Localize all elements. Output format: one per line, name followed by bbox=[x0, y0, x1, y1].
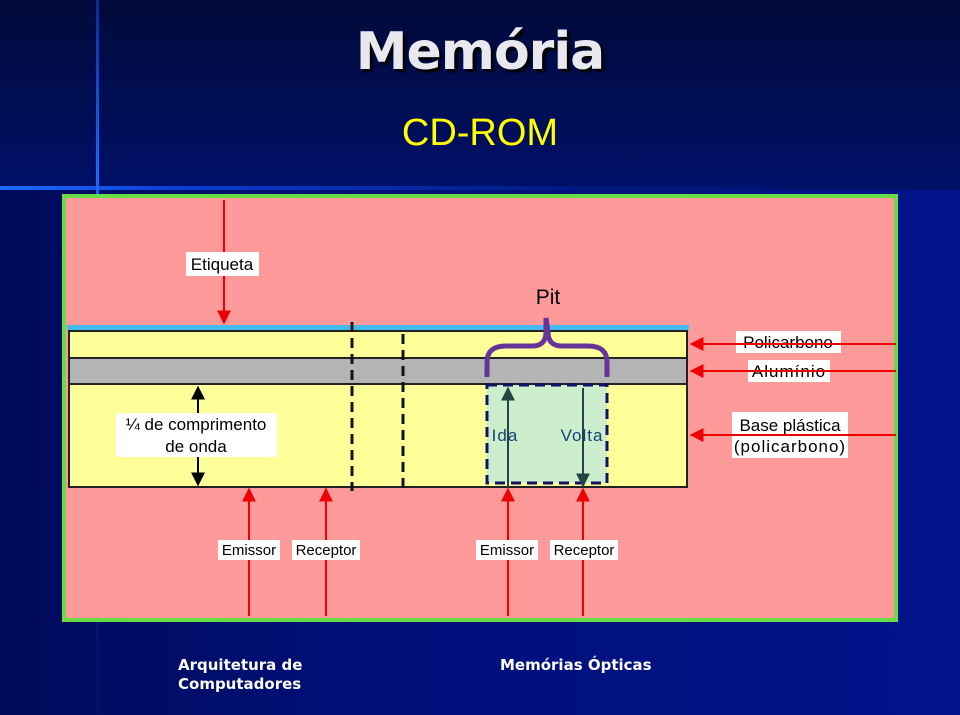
footer-course-line2: Computadores bbox=[178, 675, 302, 693]
footer-course: Arquitetura de Computadores bbox=[178, 656, 302, 694]
pit-outline bbox=[485, 383, 609, 485]
base-label-line2: (policarbono) bbox=[734, 437, 846, 456]
etiqueta-label-box bbox=[186, 252, 259, 276]
quarter-wave-label-line2: de onda bbox=[165, 437, 227, 456]
emissor-1-label-box bbox=[218, 540, 280, 560]
slide-subtitle: CD-ROM bbox=[401, 112, 559, 154]
emissor-2-label: Emissor bbox=[480, 542, 534, 559]
quarter-wave-label-box bbox=[116, 413, 277, 457]
policarbono-label-box bbox=[736, 331, 841, 353]
emissor-2-label-box bbox=[476, 540, 538, 560]
emissor-1-label: Emissor bbox=[222, 542, 276, 559]
receptor-1-label: Receptor bbox=[296, 542, 357, 559]
ida-label: Ida bbox=[492, 426, 519, 445]
receptor-2-label: Receptor bbox=[554, 542, 615, 559]
pit-label: Pit bbox=[536, 286, 561, 309]
aluminium-layer bbox=[68, 357, 688, 385]
footer-course-line1: Arquitetura de bbox=[178, 656, 303, 674]
header-divider bbox=[0, 186, 960, 190]
label-layer bbox=[67, 325, 689, 330]
base-label-line1: Base plástica bbox=[739, 416, 841, 435]
receptor-1-label-box bbox=[292, 540, 360, 560]
header-background bbox=[0, 0, 960, 188]
policarbono-label: Policarbono bbox=[743, 333, 833, 352]
cdrom-cross-section-diagram: Etiqueta Pit Policarbono Alumínio Base p… bbox=[62, 194, 898, 622]
pit-brace bbox=[484, 317, 610, 377]
etiqueta-label: Etiqueta bbox=[191, 255, 254, 274]
footer-topic: Memórias Ópticas bbox=[500, 656, 652, 674]
slide-title: Memória bbox=[355, 22, 605, 82]
quarter-wave-label-line1: ¼ de comprimento bbox=[126, 415, 267, 434]
volta-label: Volta bbox=[561, 426, 604, 445]
receptor-2-label-box bbox=[550, 540, 618, 560]
